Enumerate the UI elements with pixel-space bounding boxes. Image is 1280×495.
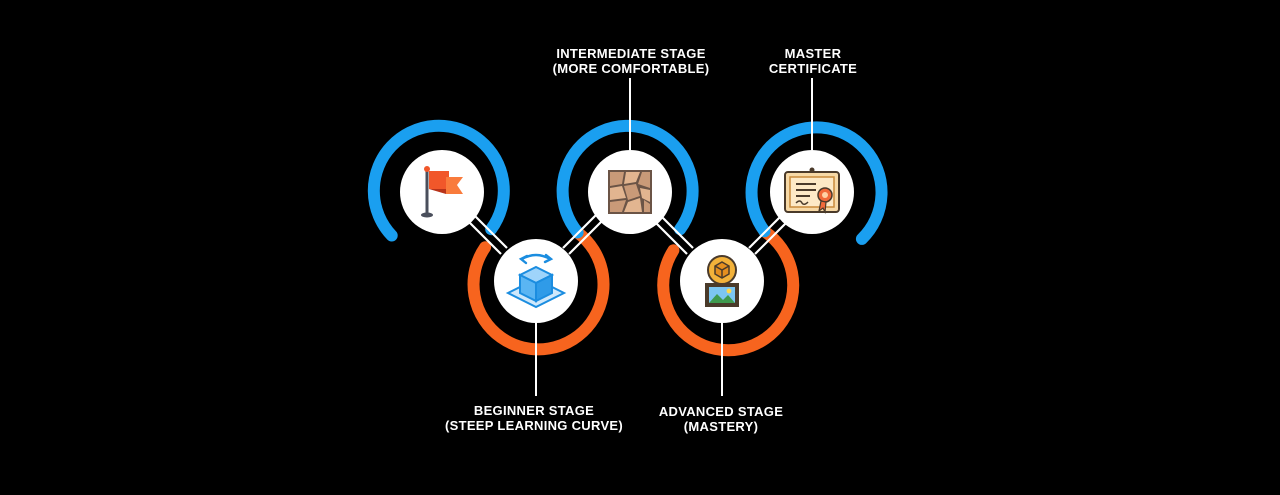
nft-frame-icon — [705, 255, 739, 307]
connector-advanced-master — [748, 213, 790, 255]
ring-intermediate — [556, 119, 699, 239]
label-master-line-1: MASTER — [784, 46, 842, 61]
label-beginner-line-1: BEGINNER STAGE — [473, 403, 595, 418]
label-advanced: ADVANCED STAGE (MASTERY) — [601, 404, 841, 434]
label-advanced-line-2: (MASTERY) — [683, 419, 759, 434]
label-leaders — [535, 78, 813, 396]
ring-master — [745, 121, 888, 245]
label-intermediate: INTERMEDIATE STAGE (MORE COMFORTABLE) — [511, 46, 751, 76]
stage-connectors — [466, 213, 790, 255]
flag-icon — [421, 166, 463, 218]
label-advanced-line-1: ADVANCED STAGE — [658, 404, 784, 419]
label-beginner: BEGINNER STAGE (STEEP LEARNING CURVE) — [414, 403, 654, 433]
connector-beginner-intermediate — [562, 213, 604, 255]
ring-start — [367, 119, 510, 242]
label-intermediate-line-2: (MORE COMFORTABLE) — [552, 61, 710, 76]
certificate-icon — [784, 167, 840, 215]
stage-rings — [367, 119, 888, 357]
label-intermediate-line-1: INTERMEDIATE STAGE — [556, 46, 706, 61]
connector-intermediate-advanced — [652, 213, 694, 255]
cube-icon — [505, 253, 567, 309]
label-beginner-line-2: (STEEP LEARNING CURVE) — [444, 418, 624, 433]
ring-advanced — [657, 225, 800, 357]
stone-tiles-icon — [608, 170, 652, 214]
label-master-line-2: CERTIFICATE — [768, 61, 858, 76]
connector-start-beginner — [466, 213, 508, 255]
label-master: MASTER CERTIFICATE — [693, 46, 933, 76]
ring-beginner — [467, 226, 610, 356]
